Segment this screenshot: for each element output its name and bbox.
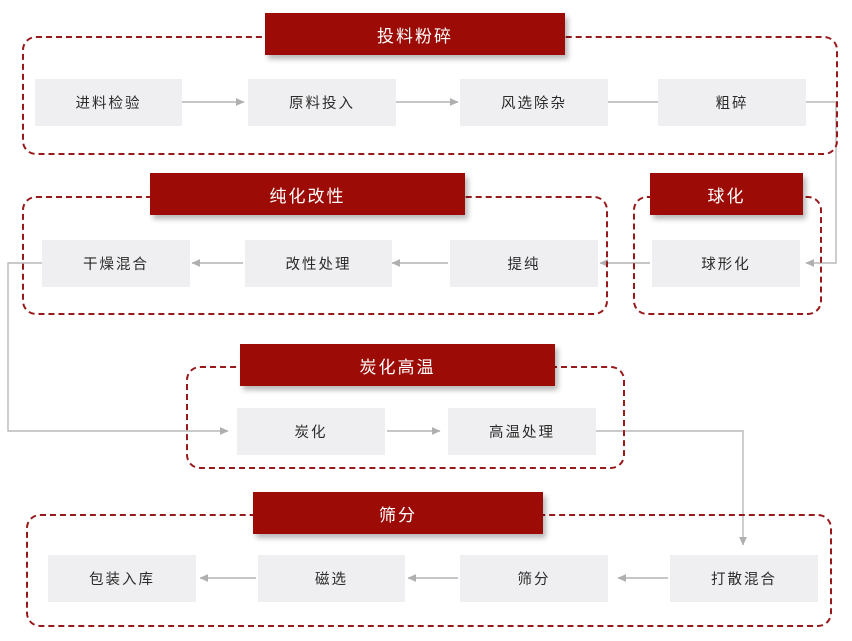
node-drying-mixing[interactable]: 干燥混合: [42, 240, 190, 287]
node-modification-treatment[interactable]: 改性处理: [245, 240, 392, 287]
node-spheroidizing[interactable]: 球形化: [652, 240, 800, 287]
node-label: 干燥混合: [83, 257, 149, 273]
node-dispersing-mixing[interactable]: 打散混合: [670, 555, 818, 602]
node-raw-material-input[interactable]: 原料投入: [248, 79, 396, 126]
node-high-temp-treatment[interactable]: 高温处理: [448, 408, 596, 455]
node-incoming-inspection[interactable]: 进料检验: [35, 79, 182, 126]
node-label: 打散混合: [711, 572, 777, 588]
node-label: 包装入库: [89, 572, 155, 588]
node-magnetic-separation[interactable]: 磁选: [258, 555, 405, 602]
stage-banner-label: 纯化改性: [269, 186, 346, 207]
node-label: 风选除杂: [501, 96, 567, 112]
node-packaging-warehousing[interactable]: 包装入库: [48, 555, 196, 602]
node-label: 粗碎: [715, 96, 749, 112]
node-label: 原料投入: [289, 96, 355, 112]
stage-banner-carbonization-high-temperature: 炭化高温: [240, 344, 555, 386]
stage-banner-purification-modification: 纯化改性: [150, 173, 465, 215]
node-label: 球形化: [701, 257, 751, 273]
stage-banner-spheroidization: 球化: [650, 173, 803, 215]
node-label: 进料检验: [75, 96, 142, 112]
connector-drying-to-carbonization: [7, 262, 229, 435]
node-screening-step[interactable]: 筛分: [460, 555, 608, 602]
node-label: 提纯: [507, 257, 541, 273]
node-label: 筛分: [517, 572, 551, 588]
node-label: 炭化: [294, 425, 328, 441]
stage-banner-screening: 筛分: [253, 492, 543, 534]
node-carbonization[interactable]: 炭化: [237, 408, 385, 455]
node-label: 高温处理: [489, 425, 555, 441]
stage-banner-label: 炭化高温: [359, 357, 436, 378]
stage-banner-label: 筛分: [379, 505, 417, 526]
stage-banner-label: 投料粉碎: [377, 26, 453, 47]
connector-hightemp-to-dispersing: [596, 430, 747, 546]
stage-banner-feeding-crushing: 投料粉碎: [265, 13, 565, 55]
node-air-separation[interactable]: 风选除杂: [460, 79, 608, 126]
stage-banner-label: 球化: [707, 186, 746, 207]
node-purification[interactable]: 提纯: [450, 240, 598, 287]
node-label: 改性处理: [285, 257, 352, 273]
node-label: 磁选: [315, 572, 348, 588]
node-coarse-crushing[interactable]: 粗碎: [658, 79, 806, 126]
